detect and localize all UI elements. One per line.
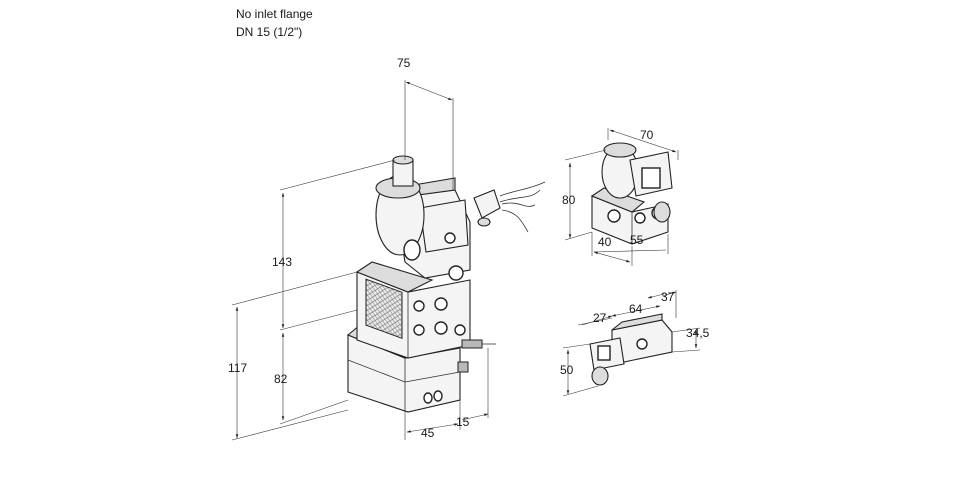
dim-label-80: 80 [562,193,576,207]
caption-dn-size: DN 15 (1/2") [236,25,303,39]
dim-label-55: 55 [630,233,644,247]
dim-label-34-5: 34,5 [686,326,710,340]
dim-label-143: 143 [272,255,292,269]
dim-label-50: 50 [560,363,574,377]
dim-label-37: 37 [661,290,675,304]
dim-label-45: 45 [421,426,435,440]
small-coil-dimension-lines [562,290,701,397]
side-view-dimension-lines [564,128,679,266]
dim-label-40: 40 [598,235,612,249]
caption-no-inlet-flange: No inlet flange [236,7,313,21]
main-dimension-lines [231,80,489,441]
dim-label-117: 117 [228,361,247,375]
side-view-drawing [590,142,673,245]
dim-label-70: 70 [640,128,654,142]
dim-label-27: 27 [593,311,607,325]
dim-label-64: 64 [629,302,643,316]
dim-label-15: 15 [456,415,470,429]
main-valve-drawing [346,155,546,413]
dim-label-75: 75 [397,56,411,70]
dim-label-82: 82 [274,372,288,386]
